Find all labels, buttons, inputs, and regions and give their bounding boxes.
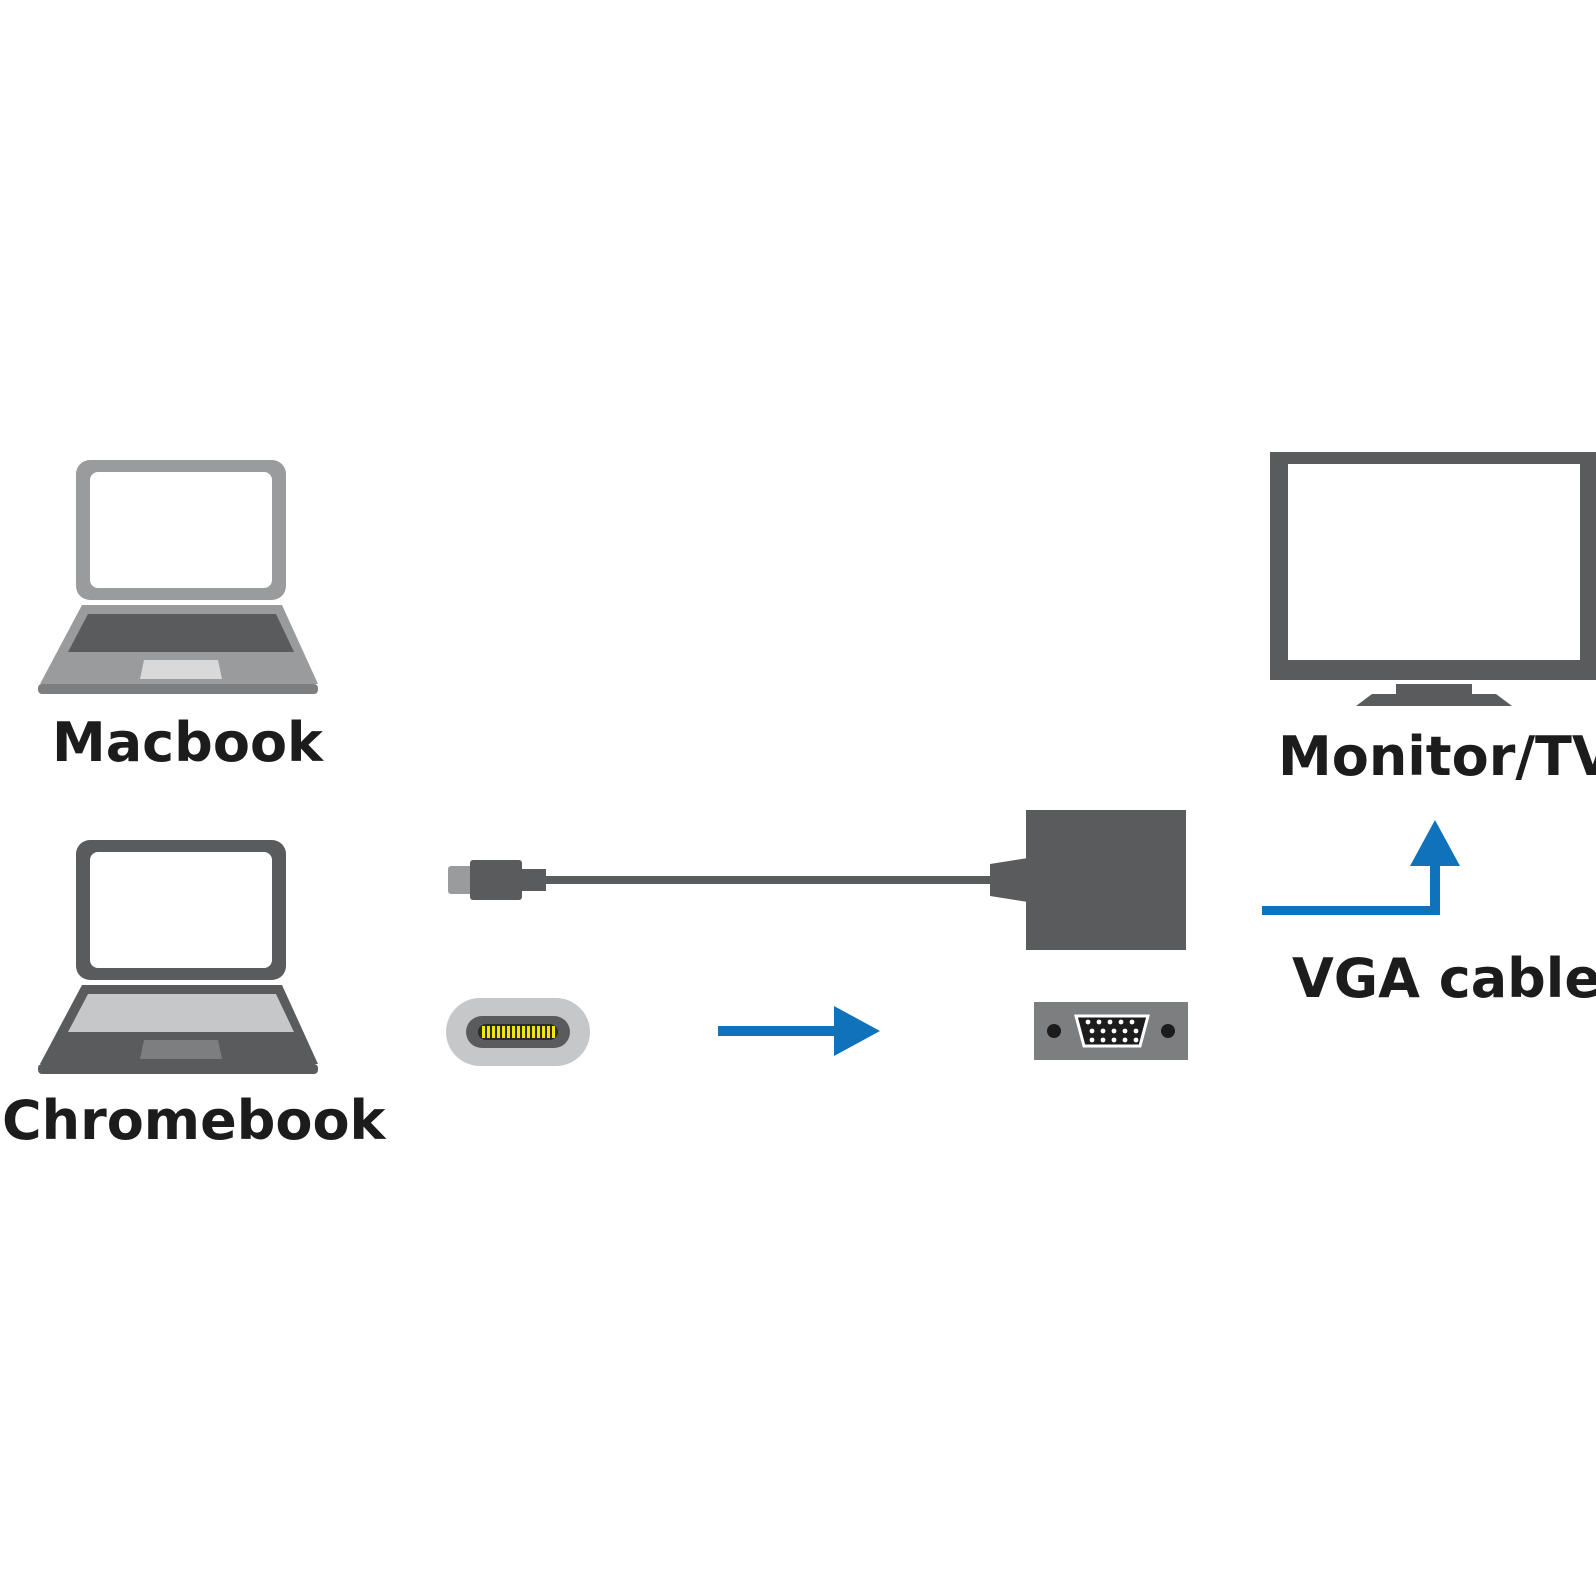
vga-adapter-icon (990, 810, 1186, 950)
vga-cable-label: VGA cable (1292, 947, 1596, 1010)
chromebook-laptop-icon (38, 840, 318, 1074)
adapter-cable (544, 876, 992, 884)
chromebook-label: Chromebook (2, 1089, 386, 1152)
macbook-laptop-icon (38, 460, 318, 694)
monitor-icon (1270, 452, 1596, 706)
arrow-right-icon (718, 1006, 880, 1056)
usb-c-plug-icon (448, 860, 546, 900)
usb-c-port-icon (446, 998, 590, 1066)
vga-port-icon (1034, 1002, 1188, 1060)
monitor-label: Monitor/TV (1278, 725, 1596, 788)
macbook-label: Macbook (52, 711, 323, 774)
arrow-up-icon (1262, 820, 1460, 915)
